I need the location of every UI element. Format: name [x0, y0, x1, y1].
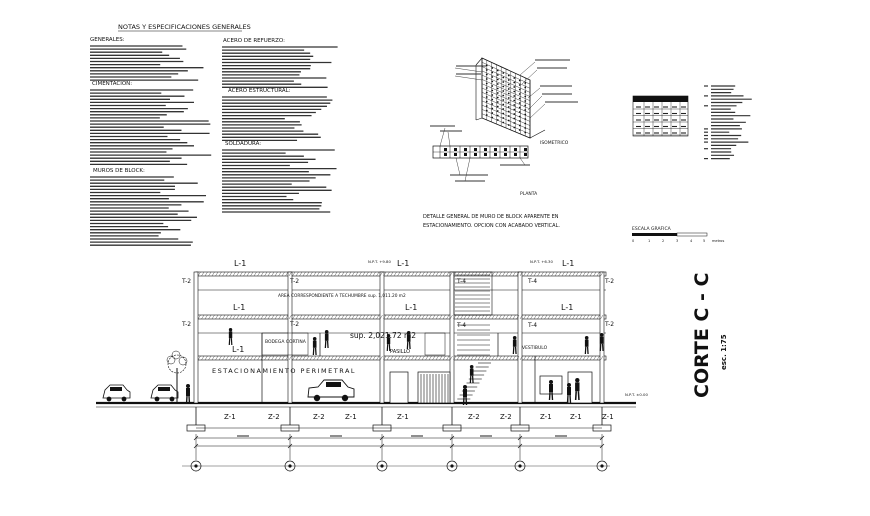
- level-mark: N.P.T. ±0.00: [625, 392, 648, 397]
- notes-heading-cimentacion: CIMENTACION:: [92, 81, 132, 87]
- block-wall-detail: ISOMETRICO PLANTA DETALLE GENERAL DE MUR…: [423, 57, 578, 229]
- truss-label: T-2: [604, 278, 614, 285]
- gate: [417, 371, 451, 404]
- reinforcement-table: [632, 95, 689, 137]
- beam-label-l1-mid-c: L-1: [561, 303, 573, 312]
- footing-label: Z-1: [540, 413, 552, 421]
- beam-label-l1-top-a: L-1: [234, 259, 246, 268]
- beam-label-l1-mid-b: L-1: [405, 303, 417, 312]
- truss-label: T-4: [456, 322, 466, 329]
- detail-caption-line1: DETALLE GENERAL DE MURO DE BLOCK APARENT…: [423, 214, 559, 220]
- notes-block: NOTAS Y ESPECIFICACIONES GENERALES GENER…: [90, 23, 338, 246]
- area-note: AREA CORRESPONDIENTE A TECHUMBRE sup. 1,…: [278, 293, 406, 299]
- footing-label: Z-2: [468, 413, 480, 421]
- scale-unit: metros: [712, 239, 724, 243]
- notes-heading-muros: MUROS DE BLOCK:: [93, 168, 145, 174]
- notes-text-lines: [90, 45, 338, 246]
- door-right: [567, 371, 593, 404]
- planta-label: PLANTA: [520, 191, 538, 197]
- truss-label: T-2: [181, 278, 191, 285]
- notes-heading-generales: GENERALES:: [90, 37, 125, 43]
- scale-tick-0: 0: [632, 239, 634, 243]
- graphic-scale: ESCALA GRAFICA 0 1 2 3 4 5 metros: [632, 226, 724, 243]
- human-figures: [185, 328, 604, 406]
- truss-label: T-4: [527, 322, 537, 329]
- footing-label: Z-1: [224, 413, 236, 421]
- truss-label: T-4: [456, 278, 466, 285]
- truss-label: T-2: [604, 321, 614, 328]
- truss-label: T-2: [289, 278, 299, 285]
- spec-text-lines: [704, 85, 752, 160]
- truss-label: T-2: [289, 321, 299, 328]
- detail-annotation-lines: [430, 59, 578, 182]
- footings: [186, 407, 612, 432]
- beam-label-l1-low: L-1: [232, 345, 244, 354]
- label-vestibulo: VESTIBULO: [522, 345, 548, 351]
- footing-label: Z-2: [313, 413, 325, 421]
- dimension-lines: [193, 434, 605, 450]
- footing-label: Z-1: [345, 413, 357, 421]
- label-pasillo: PASILLO: [390, 349, 410, 355]
- section-title: CORTE C - C: [691, 273, 713, 398]
- level-mark: N.P.T. +6.30: [530, 259, 553, 264]
- car-parking: [307, 379, 355, 402]
- notes-heading-acero-refuerzo: ACERO DE REFUERZO:: [223, 38, 285, 44]
- scale-tick-2: 2: [662, 239, 664, 243]
- detail-caption-line2: ESTACIONAMIENTO. OPCION CON ACABADO VERT…: [423, 223, 560, 229]
- scale-tick-1: 1: [648, 239, 650, 243]
- grid-axes: [182, 450, 610, 472]
- section-subtitle: esc. 1:75: [720, 334, 728, 370]
- truss-label: T-4: [527, 278, 537, 285]
- isometric-label: ISOMETRICO: [540, 140, 569, 146]
- footing-label: Z-1: [602, 413, 614, 421]
- notes-heading-soldadura: SOLDADURA:: [225, 141, 261, 147]
- beam-label-l1-top-c: L-1: [562, 259, 574, 268]
- footing-label: Z-1: [397, 413, 409, 421]
- beam-label-l1-mid-a: L-1: [233, 303, 245, 312]
- scale-tick-3: 3: [676, 239, 678, 243]
- footing-label: Z-2: [500, 413, 512, 421]
- car-left-2: [150, 384, 179, 402]
- stair-section: [453, 271, 493, 404]
- beam-label-l1-top-b: L-1: [397, 259, 409, 268]
- scale-tick-5: 5: [703, 239, 705, 243]
- footing-label: Z-1: [570, 413, 582, 421]
- door-left: [389, 371, 409, 404]
- car-left-1: [102, 384, 131, 402]
- scale-label: ESCALA GRAFICA: [632, 226, 672, 232]
- label-bodega: BODEGA CORTINA: [265, 339, 307, 345]
- building-section: L-1 L-1 L-1 L-1 L-1 L-1 L-1 T-2 T-2 T-2 …: [96, 259, 648, 472]
- scale-tick-4: 4: [690, 239, 693, 243]
- label-parking: ESTACIONAMIENTO PERIMETRAL: [212, 367, 356, 375]
- footing-label: Z-2: [268, 413, 280, 421]
- level-mark: N.P.T. +9.80: [368, 259, 391, 264]
- area-big: sup. 2,021.72 m2: [350, 331, 416, 340]
- notes-title: NOTAS Y ESPECIFICACIONES GENERALES: [118, 23, 251, 31]
- plan-strip: [432, 145, 529, 159]
- tree: [166, 350, 188, 403]
- notes-heading-acero-estructural: ACERO ESTRUCTURAL:: [228, 88, 291, 94]
- isometric-wall: [475, 57, 546, 139]
- truss-label: T-2: [181, 321, 191, 328]
